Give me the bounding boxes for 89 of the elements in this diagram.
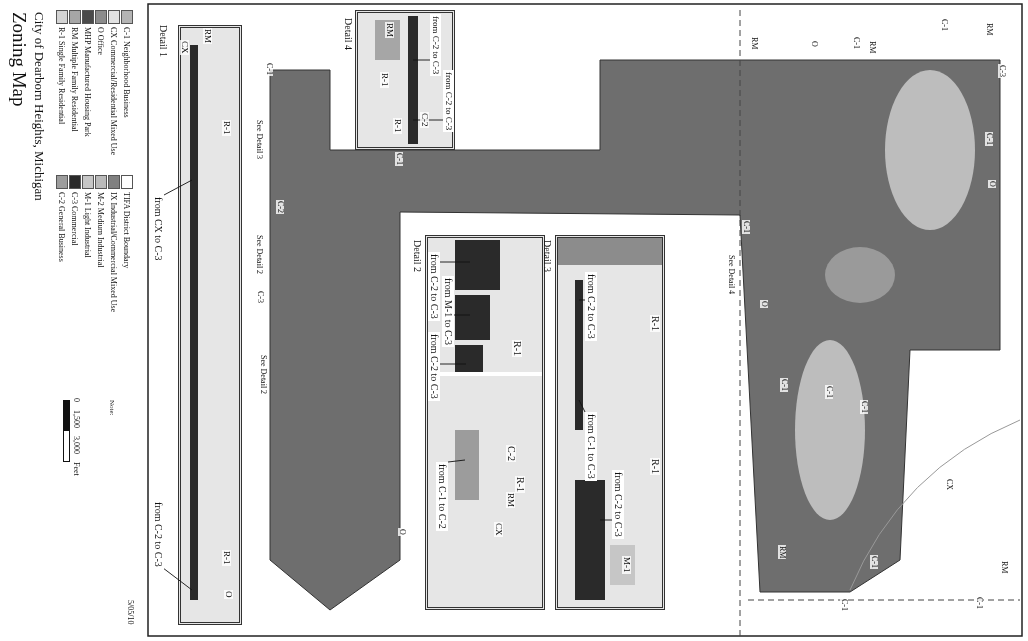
zone-label: C-1 — [825, 385, 833, 399]
legend-label: M-2 Medium Industrial — [96, 192, 104, 268]
zone-label: RM — [1000, 560, 1008, 575]
zone-label: O — [988, 180, 996, 188]
callout-text: from M-1 to C-3 — [442, 276, 454, 347]
zone-label: C-1 — [940, 18, 948, 32]
scale-label: Feet — [72, 462, 80, 476]
zone-label: R-1 — [393, 118, 402, 134]
callout-text: from CX to C-3 — [152, 195, 164, 263]
zone-label: O — [760, 300, 768, 308]
zone-label: C-1 — [742, 220, 750, 234]
callout-text: from C-2 to C-3 — [443, 70, 454, 133]
zone-label: RM — [778, 545, 786, 560]
zone-label: R-1 — [650, 458, 660, 475]
legend-label: RM Multiple Family Residential — [70, 27, 78, 132]
legend-label: MHP Manufactured Housing Park — [83, 27, 91, 137]
zone-label: C-1 — [265, 62, 273, 76]
zone-label: C-1 — [870, 555, 878, 569]
leader-line — [412, 119, 444, 121]
legend-label: O Office — [96, 27, 104, 56]
date-text: 5/05/10 — [126, 600, 134, 625]
zone-label: R-1 — [222, 120, 231, 136]
zone-label: R-1 — [512, 340, 522, 357]
callout-text: from C-2 to C-3 — [430, 14, 441, 77]
zone-label: CX — [180, 40, 189, 55]
zone-label: C-1 — [780, 378, 788, 392]
zone-label: C-3 — [998, 64, 1006, 78]
reference-label: See Detail 4 — [727, 255, 735, 295]
map-subtitle: City of Dearborn Heights, Michigan — [33, 12, 46, 201]
zone-label: C-1 — [840, 598, 848, 612]
callout-text: from C-2 to C-3 — [585, 272, 597, 341]
reference-label: See Detail 2 — [255, 235, 263, 275]
map-title: Zoning Map — [10, 12, 29, 107]
inset-title: Detail 1 — [158, 25, 168, 57]
zone-label: C-2 — [506, 445, 516, 462]
zone-label: O — [398, 528, 406, 536]
zone-label: RM — [506, 492, 515, 508]
inset-title: Detail 2 — [412, 240, 422, 272]
legend-label: C-2 General Business — [57, 192, 65, 262]
legend-label: C-1 Neighborhood Business — [122, 27, 130, 118]
callout-text: from C-2 to C-3 — [428, 252, 440, 321]
callout-text: from C-1 to C-3 — [585, 412, 597, 481]
legend-label: C-3 Commercial — [70, 192, 78, 246]
reference-label: See Detail 2 — [259, 355, 267, 395]
zone-label: O — [224, 590, 233, 599]
zone-label: R-1 — [650, 315, 660, 332]
zone-label: C-1 — [860, 400, 868, 414]
zone-label: C-3 — [256, 290, 264, 304]
callout-text: from C-2 to C-3 — [152, 500, 164, 569]
leader-line — [578, 399, 586, 413]
scale-label: 0 — [72, 398, 80, 402]
zone-label: RM — [203, 28, 212, 44]
zone-label: RM — [750, 36, 758, 51]
callout-text: from C-1 to C-2 — [436, 462, 448, 531]
zone-label: RM — [868, 40, 876, 55]
legend-label: CX Commercial/Residential Mixed Use — [109, 27, 117, 156]
scale-label: 3,000 — [72, 436, 80, 454]
inset-title: Detail 4 — [343, 18, 353, 50]
zone-label: R-1 — [380, 72, 389, 88]
callout-text: from C-2 to C-3 — [612, 470, 624, 539]
zone-label: O — [810, 40, 818, 48]
leader-line — [412, 59, 431, 61]
legend-label: M-1 Light Industrial — [83, 192, 91, 258]
zone-label: CX — [494, 522, 503, 537]
scale-label: 1,500 — [72, 410, 80, 428]
zone-label: M-1 — [622, 556, 631, 574]
legend-label: TIFA District Boundary — [122, 192, 130, 269]
inset-title: Detail 3 — [542, 240, 552, 272]
zone-label: C-2 — [420, 112, 429, 128]
zone-label: C-1 — [985, 132, 993, 146]
leader-line — [599, 519, 613, 521]
leader-line — [163, 179, 193, 196]
zone-label: C-1 — [975, 596, 983, 610]
zone-label: R-1 — [515, 476, 525, 493]
legend-label: IX Industrial/Commercial Mixed Use — [109, 192, 117, 313]
zone-label: RM — [985, 22, 993, 37]
leader-line — [163, 568, 193, 591]
zone-label: C-1 — [395, 152, 403, 166]
callout-text: from C-2 to C-3 — [428, 332, 440, 401]
leader-line — [447, 459, 466, 463]
zone-label: C-2 — [276, 200, 284, 214]
leader-line — [439, 261, 471, 263]
zone-label: R-1 — [222, 550, 231, 566]
leader-line — [439, 363, 467, 365]
zone-label: RM — [385, 22, 394, 38]
legend-label: R-1 Single Family Residential — [57, 27, 65, 125]
reference-label: See Detail 3 — [255, 120, 263, 160]
zone-label: C-1 — [852, 36, 860, 50]
zone-label: CX — [945, 478, 953, 492]
